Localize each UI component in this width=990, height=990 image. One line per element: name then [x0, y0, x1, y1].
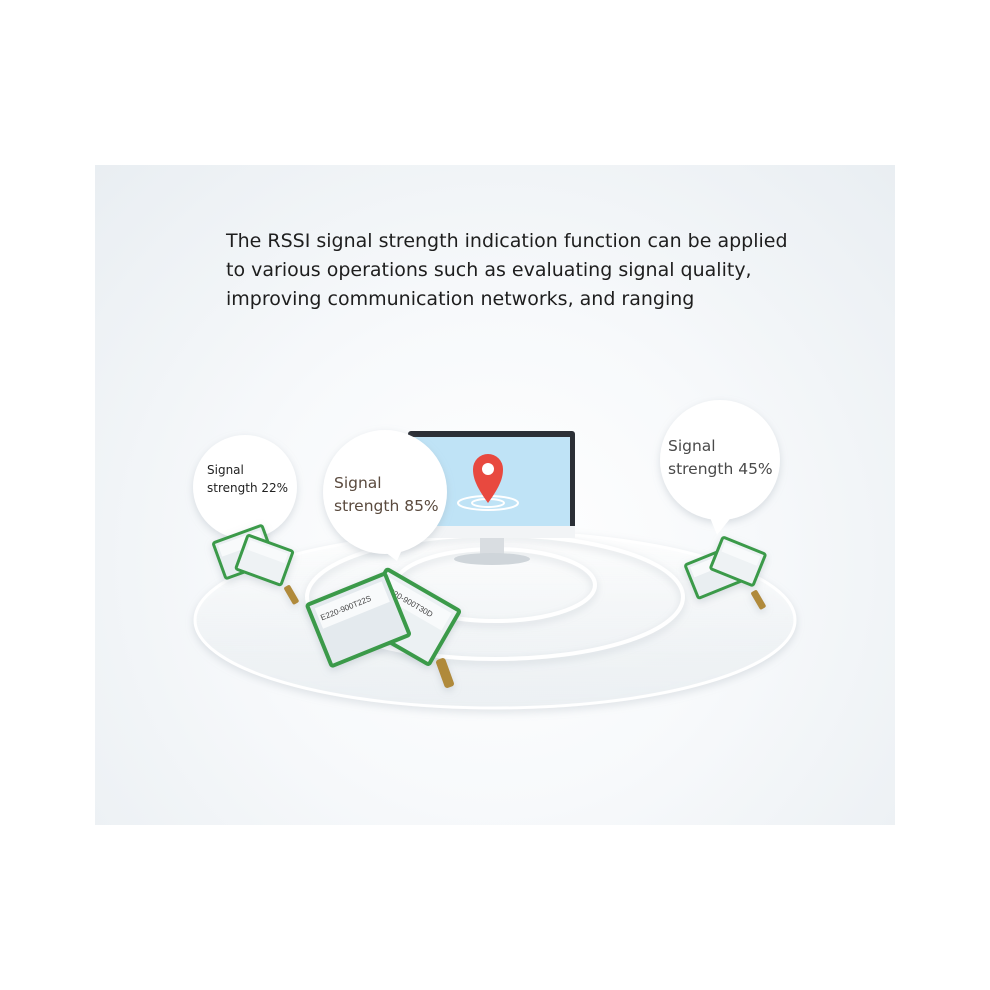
illustration-panel: E220-900T30D E220-900T22S The RSSI signa…: [95, 165, 895, 825]
bubble-value: strength 85%: [334, 497, 439, 515]
rssi-scene: E220-900T30D E220-900T22S: [193, 400, 797, 710]
headline-line-2: to various operations such as evaluating…: [226, 259, 752, 281]
monitor-stand-base: [454, 553, 530, 565]
headline: The RSSI signal strength indication func…: [226, 227, 806, 314]
antenna-icon: [751, 590, 766, 610]
signal-bubble-85: Signal strength 85%: [334, 472, 439, 518]
bubble-label: Signal: [207, 463, 244, 477]
bubble-45-shape: [660, 400, 780, 535]
antenna-icon: [436, 658, 454, 688]
headline-line-3: improving communication networks, and ra…: [226, 288, 695, 310]
signal-bubble-22: Signal strength 22%: [207, 461, 288, 497]
monitor-neck: [480, 538, 504, 554]
module-center-pair: E220-900T30D E220-900T22S: [305, 567, 462, 688]
location-pin-icon: [473, 454, 503, 503]
monitor-icon: [408, 431, 575, 565]
signal-bubble-45: Signal strength 45%: [668, 435, 773, 481]
module-left-pair: [212, 524, 299, 605]
bubble-label: Signal: [334, 474, 382, 492]
monitor-bezel-bottom: [408, 526, 575, 538]
bubble-value: strength 22%: [207, 481, 289, 495]
module-right-pair: [684, 536, 767, 610]
bubble-label: Signal: [668, 437, 716, 455]
bubble-85-shape: [323, 430, 447, 561]
headline-line-1: The RSSI signal strength indication func…: [226, 230, 788, 252]
antenna-icon: [284, 585, 299, 605]
bubble-value: strength 45%: [668, 460, 773, 478]
